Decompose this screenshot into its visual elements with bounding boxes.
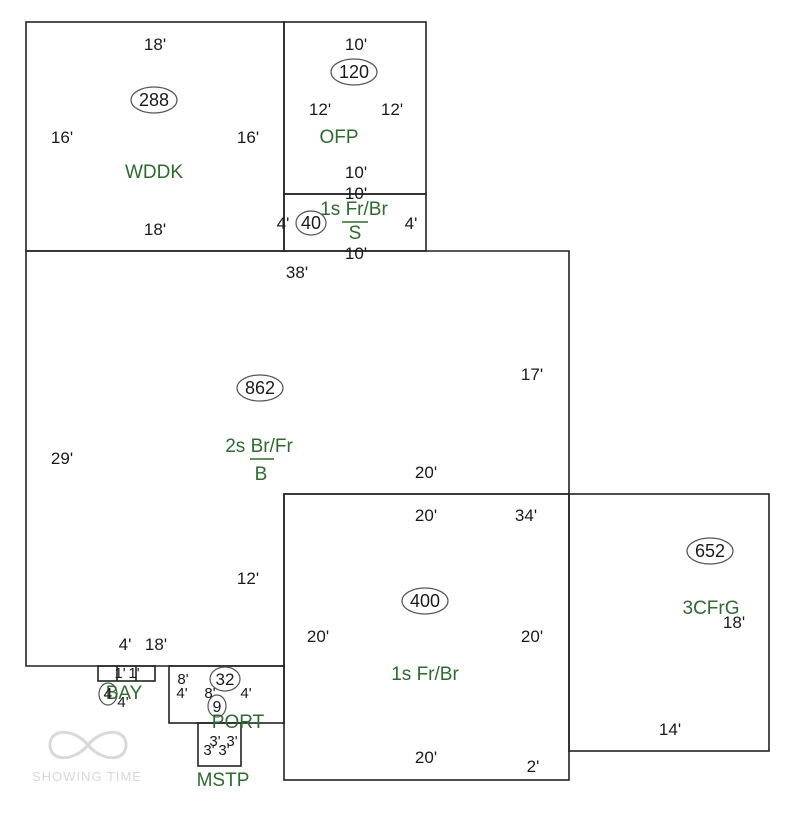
ofp-dim-top: 10' [345, 35, 367, 54]
ofp-label: OFP [319, 127, 358, 148]
main-area-oval [236, 374, 284, 402]
main-dim-right: 17' [521, 365, 543, 384]
room-fr: 20' 400 20' 20' 1s Fr/Br 20' [307, 506, 543, 767]
room-main: 38' 17' 862 2s Br/Fr B 29' 20' 12' 4' 18… [51, 263, 543, 654]
wddk-dim-top: 18' [144, 35, 166, 54]
fr-dim-right: 20' [521, 627, 543, 646]
watermark-text: SHOWING TIME [32, 769, 142, 784]
room-wddk: 18' 288 16' 16' WDDK 18' [51, 35, 259, 239]
mstp-area-oval [207, 694, 227, 718]
s1-dim-left: 4' [277, 214, 290, 233]
s1-label-top: 1s Fr/Br [320, 199, 388, 220]
mstp-label: MSTP [197, 770, 250, 791]
wddk-label: WDDK [125, 162, 183, 183]
mstp-dim-bottom-2: 3' [218, 742, 229, 759]
ofp-dim-right: 12' [381, 100, 403, 119]
wddk-dim-right: 16' [237, 128, 259, 147]
s1-area-oval [295, 210, 327, 236]
bay-label: BAY [106, 683, 143, 704]
mstp-outline [197, 722, 242, 767]
area-ovals [98, 58, 734, 718]
watermark: SHOWING TIME [32, 730, 142, 784]
bay-area: 4 [104, 686, 113, 703]
s1-dim-right: 4' [405, 214, 418, 233]
main-dim-left: 29' [51, 449, 73, 468]
fr-label: 1s Fr/Br [391, 664, 459, 685]
garage-dim-right: 18' [723, 613, 745, 632]
wddk-area: 288 [139, 90, 169, 110]
garage-dim-step: 2' [527, 757, 540, 776]
bay-dim-3: 4' [117, 694, 128, 711]
main-dim-bottom: 18' [145, 635, 167, 654]
fr-area: 400 [410, 591, 440, 611]
mstp-dim-top-2: 3' [226, 733, 237, 750]
fr-dim-left: 20' [307, 627, 329, 646]
mstp-area: 9 [213, 699, 222, 716]
port-area-oval [209, 666, 241, 692]
room-mstp: 9 3' 3' 3' 3' MSTP [197, 699, 250, 791]
room-s1: 10' 1s Fr/Br S 40 4' 4' 10' [277, 184, 418, 263]
room-bay: 1' 1' BAY 4 4' [104, 665, 143, 711]
main-label-bottom: B [255, 464, 268, 485]
main-label-top: 2s Br/Fr [225, 436, 293, 457]
garage-area-oval [686, 537, 734, 565]
infinity-logo-icon [48, 730, 128, 760]
garage-dim-bottom: 14' [659, 720, 681, 739]
garage-area: 652 [695, 541, 725, 561]
mstp-dim-top-1: 3' [209, 733, 220, 750]
fr-dim-bottom: 20' [415, 748, 437, 767]
room-port: 8' 4' 32 8' 4' PORT [176, 670, 264, 733]
s1-dim-bottom: 10' [345, 244, 367, 263]
s1-area: 40 [301, 213, 321, 233]
port-dim-left-top: 8' [177, 671, 188, 688]
mstp-dim-bottom-1: 3' [203, 742, 214, 759]
main-dim-top: 38' [286, 263, 308, 282]
port-dim-inner: 8' [204, 685, 215, 702]
ofp-dim-bottom: 10' [345, 163, 367, 182]
wddk-dim-left: 16' [51, 128, 73, 147]
s1-dim-top: 10' [345, 184, 367, 203]
main-outline [25, 250, 570, 667]
main-area: 862 [245, 378, 275, 398]
main-dim-bottom-small: 4' [119, 635, 132, 654]
port-area: 32 [216, 670, 235, 689]
garage-label: 3CFrG [683, 598, 740, 619]
room-ofp: 10' 120 12' 12' OFP 10' [309, 35, 403, 182]
room-garage: 34' 652 3CFrG 18' 14' 2' [515, 506, 745, 776]
garage-outline [568, 493, 770, 752]
port-label: PORT [212, 712, 265, 733]
main-dim-inner-right: 12' [237, 569, 259, 588]
fr-area-oval [401, 587, 449, 615]
ofp-area: 120 [339, 62, 369, 82]
ofp-area-oval [330, 58, 378, 86]
wddk-area-oval [130, 86, 178, 114]
bay-dim-1: 1' [114, 665, 125, 682]
s1-label-bottom: S [349, 223, 362, 244]
fr-dim-top: 20' [415, 506, 437, 525]
bay-dim-2: 1' [128, 665, 139, 682]
port-dim-left: 4' [176, 685, 187, 702]
ofp-dim-left: 12' [309, 100, 331, 119]
bay-outline [97, 665, 156, 682]
port-dim-right: 4' [240, 685, 251, 702]
bay-area-oval [98, 682, 118, 706]
garage-dim-top: 34' [515, 506, 537, 525]
wddk-dim-bottom: 18' [144, 220, 166, 239]
walls [25, 21, 770, 781]
main-dim-inner-bottom: 20' [415, 463, 437, 482]
